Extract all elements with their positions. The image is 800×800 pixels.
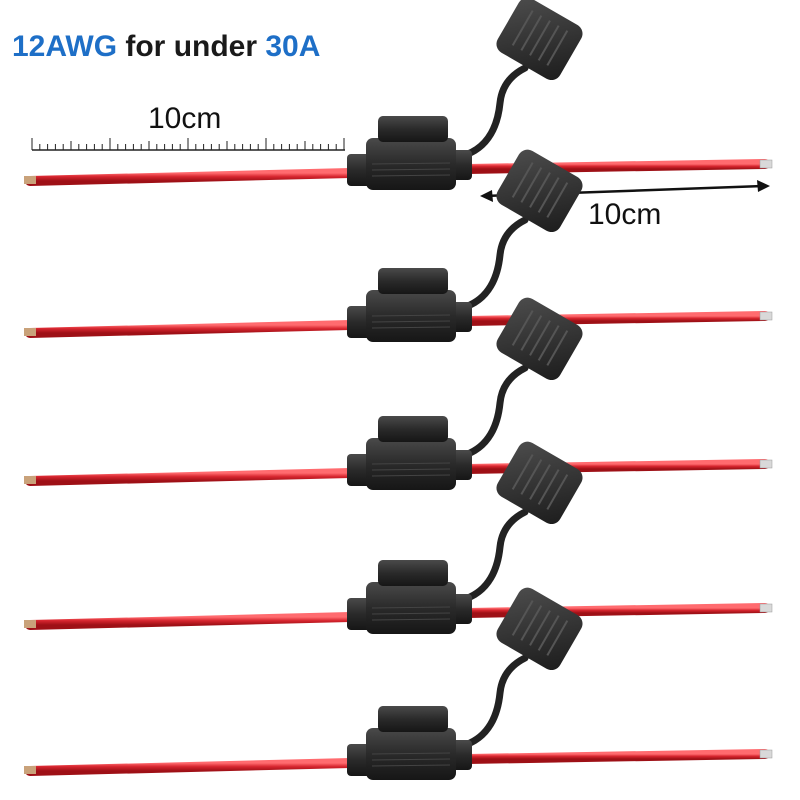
right-length-label: 10cm: [588, 198, 662, 231]
cap-strap: [458, 508, 529, 604]
fuse-cap: [496, 587, 583, 671]
holder-top: [378, 416, 448, 442]
wire-tip: [24, 476, 36, 484]
headline-middle-text: for under: [117, 30, 266, 63]
cap-strap: [458, 364, 529, 460]
holder-top: [378, 116, 448, 142]
red-wire-left: [25, 320, 355, 338]
holder-left-collar: [347, 598, 371, 630]
holder-left-collar: [347, 744, 371, 776]
wire-tip: [24, 328, 36, 336]
wire-tip: [759, 749, 773, 759]
wire-tip: [759, 603, 773, 613]
wire-tip: [24, 176, 36, 184]
holder-top: [378, 268, 448, 294]
red-wire-left: [25, 758, 355, 776]
cap-strap: [458, 654, 529, 750]
current-rating-text: 30A: [265, 30, 321, 63]
red-wire-left: [25, 168, 355, 186]
holder-left-collar: [347, 454, 371, 486]
wire-gauge-text: 12AWG: [12, 30, 118, 63]
cap-strap: [458, 216, 529, 312]
wire-tip: [24, 620, 36, 628]
left-length-label: 10cm: [148, 102, 222, 135]
wire-tip: [759, 311, 773, 321]
fuse-holder-assembly: [24, 149, 773, 342]
holder-left-collar: [347, 154, 371, 186]
cap-strap: [458, 64, 529, 160]
wire-tip: [759, 159, 773, 169]
product-headline: 12AWG for under 30A: [12, 30, 320, 64]
fuse-cap: [496, 297, 583, 381]
holder-top: [378, 706, 448, 732]
fuse-cap: [496, 441, 583, 525]
red-wire-left: [25, 612, 355, 630]
fuse-holder-assembly: [24, 441, 773, 634]
length-ruler: [31, 138, 345, 151]
holder-top: [378, 560, 448, 586]
holder-left-collar: [347, 306, 371, 338]
fuse-cap: [496, 149, 583, 233]
wire-tip: [24, 766, 36, 774]
red-wire-left: [25, 468, 355, 486]
wire-tip: [759, 459, 773, 469]
fuse-holder-assembly: [24, 0, 773, 190]
red-wire-right: [463, 749, 770, 764]
fuse-holder-assembly: [24, 587, 773, 780]
fuse-cap: [496, 0, 583, 81]
